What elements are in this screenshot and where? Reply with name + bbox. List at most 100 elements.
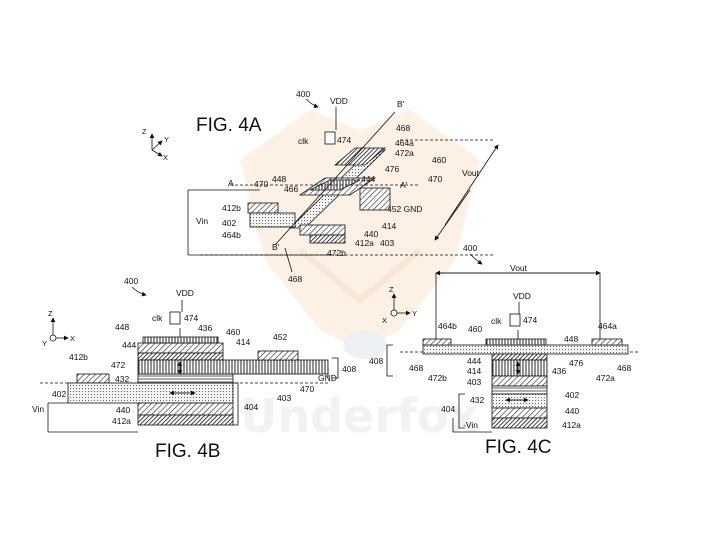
label-452-4b: 452 bbox=[273, 332, 287, 342]
block-412b bbox=[247, 202, 279, 214]
label-408-4b: 408 bbox=[342, 364, 356, 374]
fig-4b: 400 FIG. 4B Z X Y bbox=[32, 276, 356, 462]
label-444: 444 bbox=[361, 174, 375, 184]
label-412a-4c: 412a bbox=[562, 420, 581, 430]
block-448-4b bbox=[142, 336, 219, 344]
layer-412a-4c bbox=[491, 417, 548, 429]
label-476: 476 bbox=[385, 164, 399, 174]
block-402 bbox=[249, 212, 296, 228]
waveguide-414-4c bbox=[491, 359, 548, 377]
label-468-left-4c: 468 bbox=[409, 363, 423, 373]
block-414 bbox=[359, 187, 391, 211]
label-414-4c: 414 bbox=[467, 366, 481, 376]
label-448: 448 bbox=[272, 174, 286, 184]
label-408-4c: 408 bbox=[369, 356, 383, 366]
label-444-4c: 444 bbox=[467, 356, 481, 366]
label-clk: clk bbox=[298, 136, 309, 146]
label-414-4b: 414 bbox=[236, 337, 250, 347]
axis-triad-4a: Z Y X bbox=[142, 127, 169, 162]
label-470b: 470 bbox=[254, 179, 268, 189]
layer-464a bbox=[333, 147, 387, 166]
block-432-4b bbox=[137, 373, 234, 384]
label-412b-4b: 412b bbox=[69, 352, 88, 362]
label-vout-4c: Vout bbox=[510, 263, 528, 273]
fig-4c: 400 FIG. 4C Z Y X bbox=[369, 243, 640, 458]
label-vdd-4c: VDD bbox=[513, 291, 531, 301]
label-474-4b: 474 bbox=[184, 313, 198, 323]
label-vdd-4b: VDD bbox=[176, 288, 194, 298]
waveguide-414-4b bbox=[137, 359, 329, 375]
label-460: 460 bbox=[432, 155, 446, 165]
label-448-4c: 448 bbox=[564, 334, 578, 344]
label-412a-4b: 412a bbox=[112, 416, 131, 426]
fig-4c-title: FIG. 4C bbox=[485, 437, 552, 458]
label-a: A bbox=[228, 178, 234, 188]
axis-y-label-4b: Y bbox=[42, 339, 47, 348]
label-468-right-4c: 468 bbox=[617, 363, 631, 373]
label-444-4b: 444 bbox=[122, 340, 136, 350]
label-474: 474 bbox=[337, 135, 351, 145]
label-448-4b: 448 bbox=[115, 322, 129, 332]
label-gnd-4b: GND bbox=[318, 373, 337, 383]
label-vin-4b: Vin bbox=[32, 404, 44, 414]
label-464b-4c: 464b bbox=[438, 321, 457, 331]
fig-4b-ref: 400 bbox=[124, 276, 138, 286]
layer-464b-4c bbox=[422, 338, 452, 346]
label-432-4b: 432 bbox=[115, 374, 129, 384]
label-vout: Vout bbox=[462, 168, 480, 178]
label-440-4b: 440 bbox=[116, 405, 130, 415]
fig-4c-ref: 400 bbox=[463, 243, 477, 253]
block-436-4b bbox=[137, 342, 224, 354]
block-412a bbox=[309, 234, 346, 244]
fig-4b-title: FIG. 4B bbox=[155, 441, 220, 462]
label-402: 402 bbox=[222, 218, 236, 228]
layer-436-4c bbox=[491, 375, 548, 387]
label-468-bottom: 468 bbox=[288, 274, 302, 284]
layer-440-4c bbox=[491, 407, 548, 419]
axis-x-label: X bbox=[163, 153, 168, 162]
axis-y-label-4c: Y bbox=[412, 309, 417, 318]
label-vin-4c: -Vin bbox=[463, 420, 478, 430]
layer-448-4c bbox=[485, 338, 547, 346]
label-476-4c: 476 bbox=[569, 358, 583, 368]
watermark: Underfox bbox=[240, 110, 480, 443]
axis-x-label-4c: X bbox=[382, 316, 387, 325]
block-440 bbox=[299, 224, 346, 236]
label-464a: 464a bbox=[395, 138, 414, 148]
label-436-4b: 436 bbox=[198, 323, 212, 333]
layer-464a-4c bbox=[591, 338, 623, 346]
label-466: 466 bbox=[284, 184, 298, 194]
layer-460-4c bbox=[422, 344, 629, 355]
label-vin: Vin bbox=[196, 216, 208, 226]
label-clk-4b: clk bbox=[152, 313, 163, 323]
label-464a-4c: 464a bbox=[598, 321, 617, 331]
label-468-top: 468 bbox=[396, 123, 410, 133]
block-452-4b bbox=[257, 350, 299, 361]
layer-432-4c bbox=[491, 385, 548, 395]
label-403: 403 bbox=[380, 238, 394, 248]
watermark-fox-icon bbox=[240, 110, 480, 350]
label-403-4b: 403 bbox=[277, 393, 291, 403]
label-464b: 464b bbox=[222, 230, 241, 240]
layer-444-4c bbox=[491, 353, 548, 361]
fig-4a: FIG. 4A 400 Z Y X V bbox=[142, 89, 499, 284]
label-a-prime: A' bbox=[400, 180, 408, 190]
label-472b: 472b bbox=[327, 248, 346, 258]
label-414: 414 bbox=[382, 221, 396, 231]
label-404-4b: 404 bbox=[244, 402, 258, 412]
axis-y-label: Y bbox=[164, 135, 169, 144]
axis-z-label-4c: Z bbox=[389, 285, 394, 294]
watermark-text: Underfox bbox=[240, 389, 478, 443]
label-472b-4c: 472b bbox=[428, 373, 447, 383]
label-460-4c: 460 bbox=[468, 324, 482, 334]
label-412b: 412b bbox=[222, 203, 241, 213]
label-clk-4c: clk bbox=[491, 316, 502, 326]
axis-z-label-4b: Z bbox=[48, 309, 53, 318]
label-472-4b: 472 bbox=[111, 360, 125, 370]
layer-402-4c bbox=[491, 393, 548, 409]
label-b-prime-top: B' bbox=[397, 99, 405, 109]
block-412b-4b bbox=[76, 373, 110, 384]
label-472a-4c: 472a bbox=[596, 373, 615, 383]
axis-triad-4c: Z Y X bbox=[382, 285, 417, 325]
